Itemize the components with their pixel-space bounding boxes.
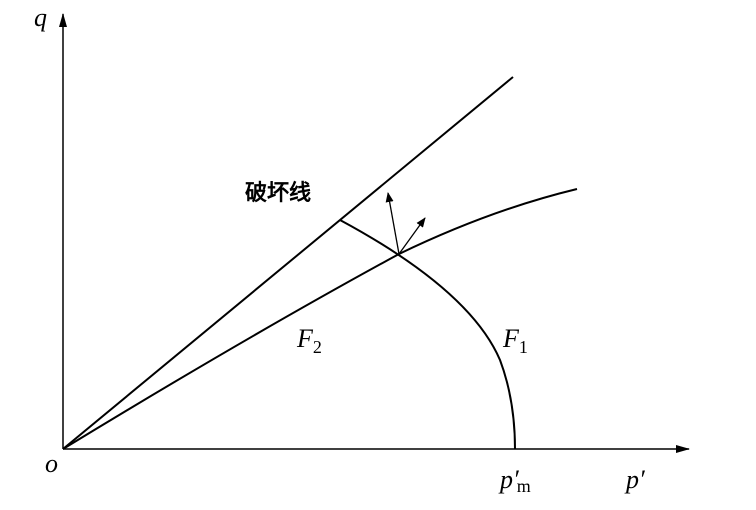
failure-line-label: 破坏线 bbox=[245, 180, 311, 206]
normal-vector-f2-arrow bbox=[398, 217, 426, 255]
f2-yield-curve bbox=[62, 188, 578, 450]
f1-cap-curve bbox=[339, 219, 516, 450]
origin-label: o bbox=[45, 449, 58, 478]
q-axis-label: q bbox=[34, 3, 47, 32]
pm-label: p′m bbox=[498, 465, 531, 496]
f2-label: F2 bbox=[296, 324, 322, 357]
p-axis-label: p′ bbox=[624, 465, 645, 494]
failure-line bbox=[62, 76, 514, 450]
f1-label: F1 bbox=[502, 324, 528, 357]
normal-vector-f1-arrow bbox=[385, 192, 400, 255]
